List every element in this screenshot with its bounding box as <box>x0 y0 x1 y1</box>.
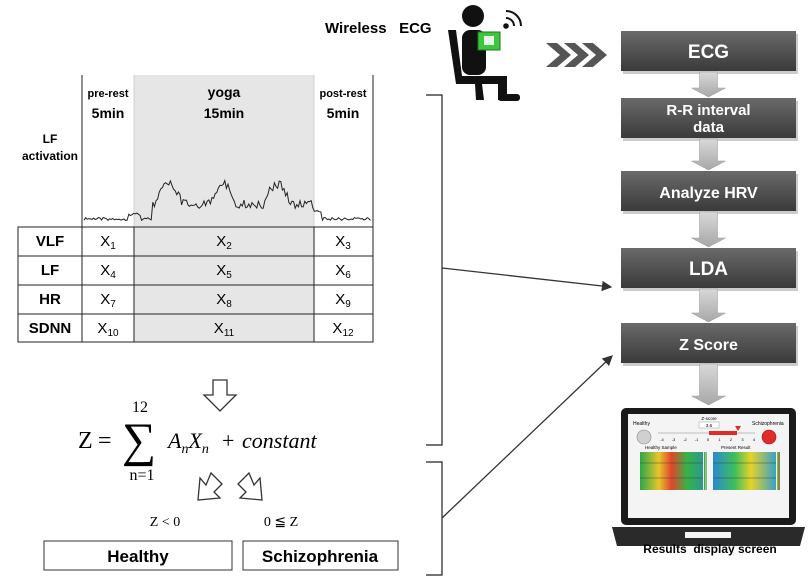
feature-cell: X2 <box>216 233 232 252</box>
feature-cell: X12 <box>332 320 354 339</box>
pipeline-box <box>621 98 796 138</box>
feature-label-lf: LF <box>41 262 59 279</box>
pipeline-box <box>621 171 796 211</box>
connector-to-zscore <box>441 355 613 519</box>
mini-tick-label: -1 <box>695 437 699 442</box>
mini-zscore-marker-icon <box>735 426 741 431</box>
rule-right: 0 ≦ Z <box>264 515 298 530</box>
mini-tick-label: -3 <box>672 437 676 442</box>
feature-cell: X3 <box>335 233 351 252</box>
lf-activation-label-line2: activation <box>22 149 78 163</box>
schizophrenia-indicator-icon <box>761 429 777 445</box>
z-formula: Z = ∑ 12 n=1 AnXn + constant <box>78 399 317 484</box>
wireless-ecg-label: Wireless ECG <box>325 20 432 37</box>
connector-to-lda <box>441 267 613 292</box>
pipeline-box <box>621 31 796 71</box>
mini-tick-label: 4 <box>753 437 756 442</box>
pipeline-step: LDA <box>621 248 798 291</box>
mini-healthy-label: Healthy <box>633 421 650 427</box>
pipeline-step-label: Z Score <box>679 337 738 354</box>
feature-label-hr: HR <box>39 291 61 308</box>
bracket-lower <box>426 461 443 576</box>
pipeline-box <box>621 323 796 363</box>
healthy-label: Healthy <box>107 547 169 566</box>
schizophrenia-box <box>242 540 399 571</box>
results-caption: Results display screen <box>643 542 776 556</box>
feature-label-vlf: VLF <box>36 233 64 250</box>
feature-cell: X6 <box>335 262 351 281</box>
mini-tick-label: -4 <box>660 437 664 442</box>
formula-lhs: Z <box>78 428 93 454</box>
down-arrow-icon <box>691 363 726 406</box>
wireless-signal-icon <box>503 10 522 29</box>
down-arrow-icon <box>691 211 726 248</box>
mini-zscore-value: 3.6 <box>706 423 713 428</box>
results-screen: Healthy Schizophrenia Z-score 3.6 -4 -3 -2… <box>633 416 784 490</box>
phase-post-rest-duration: 5min <box>327 105 360 121</box>
feature-label-sdnn: SDNN <box>29 320 72 337</box>
mini-zscore-label: Z-score <box>701 416 717 421</box>
mini-tick-label: 2 <box>730 437 733 442</box>
pipeline-box <box>621 248 796 288</box>
down-arrow-icon <box>691 288 726 323</box>
lf-activation-trace <box>83 178 371 222</box>
phase-yoga-name: yoga <box>208 84 241 100</box>
feature-cell: X10 <box>97 320 119 339</box>
healthy-indicator-icon <box>636 429 652 445</box>
down-arrow-icon <box>202 379 238 412</box>
healthy-box <box>43 540 233 571</box>
feature-cell: X7 <box>100 291 116 310</box>
pipeline-step-label: LDA <box>689 259 728 280</box>
mini-right-panel-title: Present Result <box>721 445 751 450</box>
chevron-arrows-icon <box>546 43 607 67</box>
mini-tick-label: 3 <box>741 437 744 442</box>
pipeline-step: ECG <box>621 31 798 74</box>
pipeline-step: Z Score <box>621 323 798 366</box>
down-arrow-icon <box>691 71 726 98</box>
mini-zscore-bar <box>709 431 737 435</box>
mini-schizophrenia-label: Schizophrenia <box>752 421 784 427</box>
ecg-device-icon <box>477 31 501 51</box>
pipeline-step-label: ECG <box>688 42 729 63</box>
phase-post-rest-name: post-rest <box>319 88 366 100</box>
session-table: LF activation pre-rest 5min yoga 15min p… <box>17 75 374 343</box>
mini-tick-label: -2 <box>683 437 687 442</box>
lf-activation-label-line1: LF <box>43 132 58 146</box>
pipeline-step: Analyze HRV <box>621 171 798 214</box>
mini-heatmap-left <box>640 452 703 490</box>
feature-cell: X8 <box>216 291 232 310</box>
down-arrow-icon <box>691 138 726 171</box>
phase-yoga-duration: 15min <box>204 105 244 121</box>
formula-lower-limit: n=1 <box>129 467 154 484</box>
mini-tick-label: 1 <box>718 437 721 442</box>
yoga-shading <box>134 75 314 342</box>
feature-cell: X5 <box>216 262 232 281</box>
formula-term: AnXn <box>166 428 209 457</box>
mini-heatmap-right <box>713 452 776 490</box>
feature-cell: X9 <box>335 291 351 310</box>
feature-cell: X4 <box>100 262 116 281</box>
arrow-left-diagonal-icon <box>197 471 223 501</box>
pipeline-step-label: data <box>693 119 725 136</box>
phase-pre-rest-duration: 5min <box>92 105 125 121</box>
mini-left-panel-title: Healthy Sample <box>645 445 677 450</box>
formula-constant: constant <box>242 428 317 453</box>
formula-upper-limit: 12 <box>132 399 148 416</box>
formula-plus: + <box>222 428 234 453</box>
rule-left: Z < 0 <box>150 515 180 530</box>
schizophrenia-label: Schizophrenia <box>262 547 379 566</box>
feature-cell: X11 <box>214 320 235 339</box>
arrow-right-diagonal-icon <box>237 471 263 501</box>
phase-pre-rest-name: pre-rest <box>88 88 129 100</box>
pipeline-step-label: Analyze HRV <box>659 185 758 202</box>
sigma-icon: ∑ <box>122 414 156 467</box>
bracket-upper <box>426 94 443 446</box>
feature-cell: X1 <box>100 233 116 252</box>
mini-tick-label: 0 <box>707 437 710 442</box>
pipeline-step-label: R-R interval <box>666 102 750 119</box>
formula-equals: = <box>98 428 112 454</box>
